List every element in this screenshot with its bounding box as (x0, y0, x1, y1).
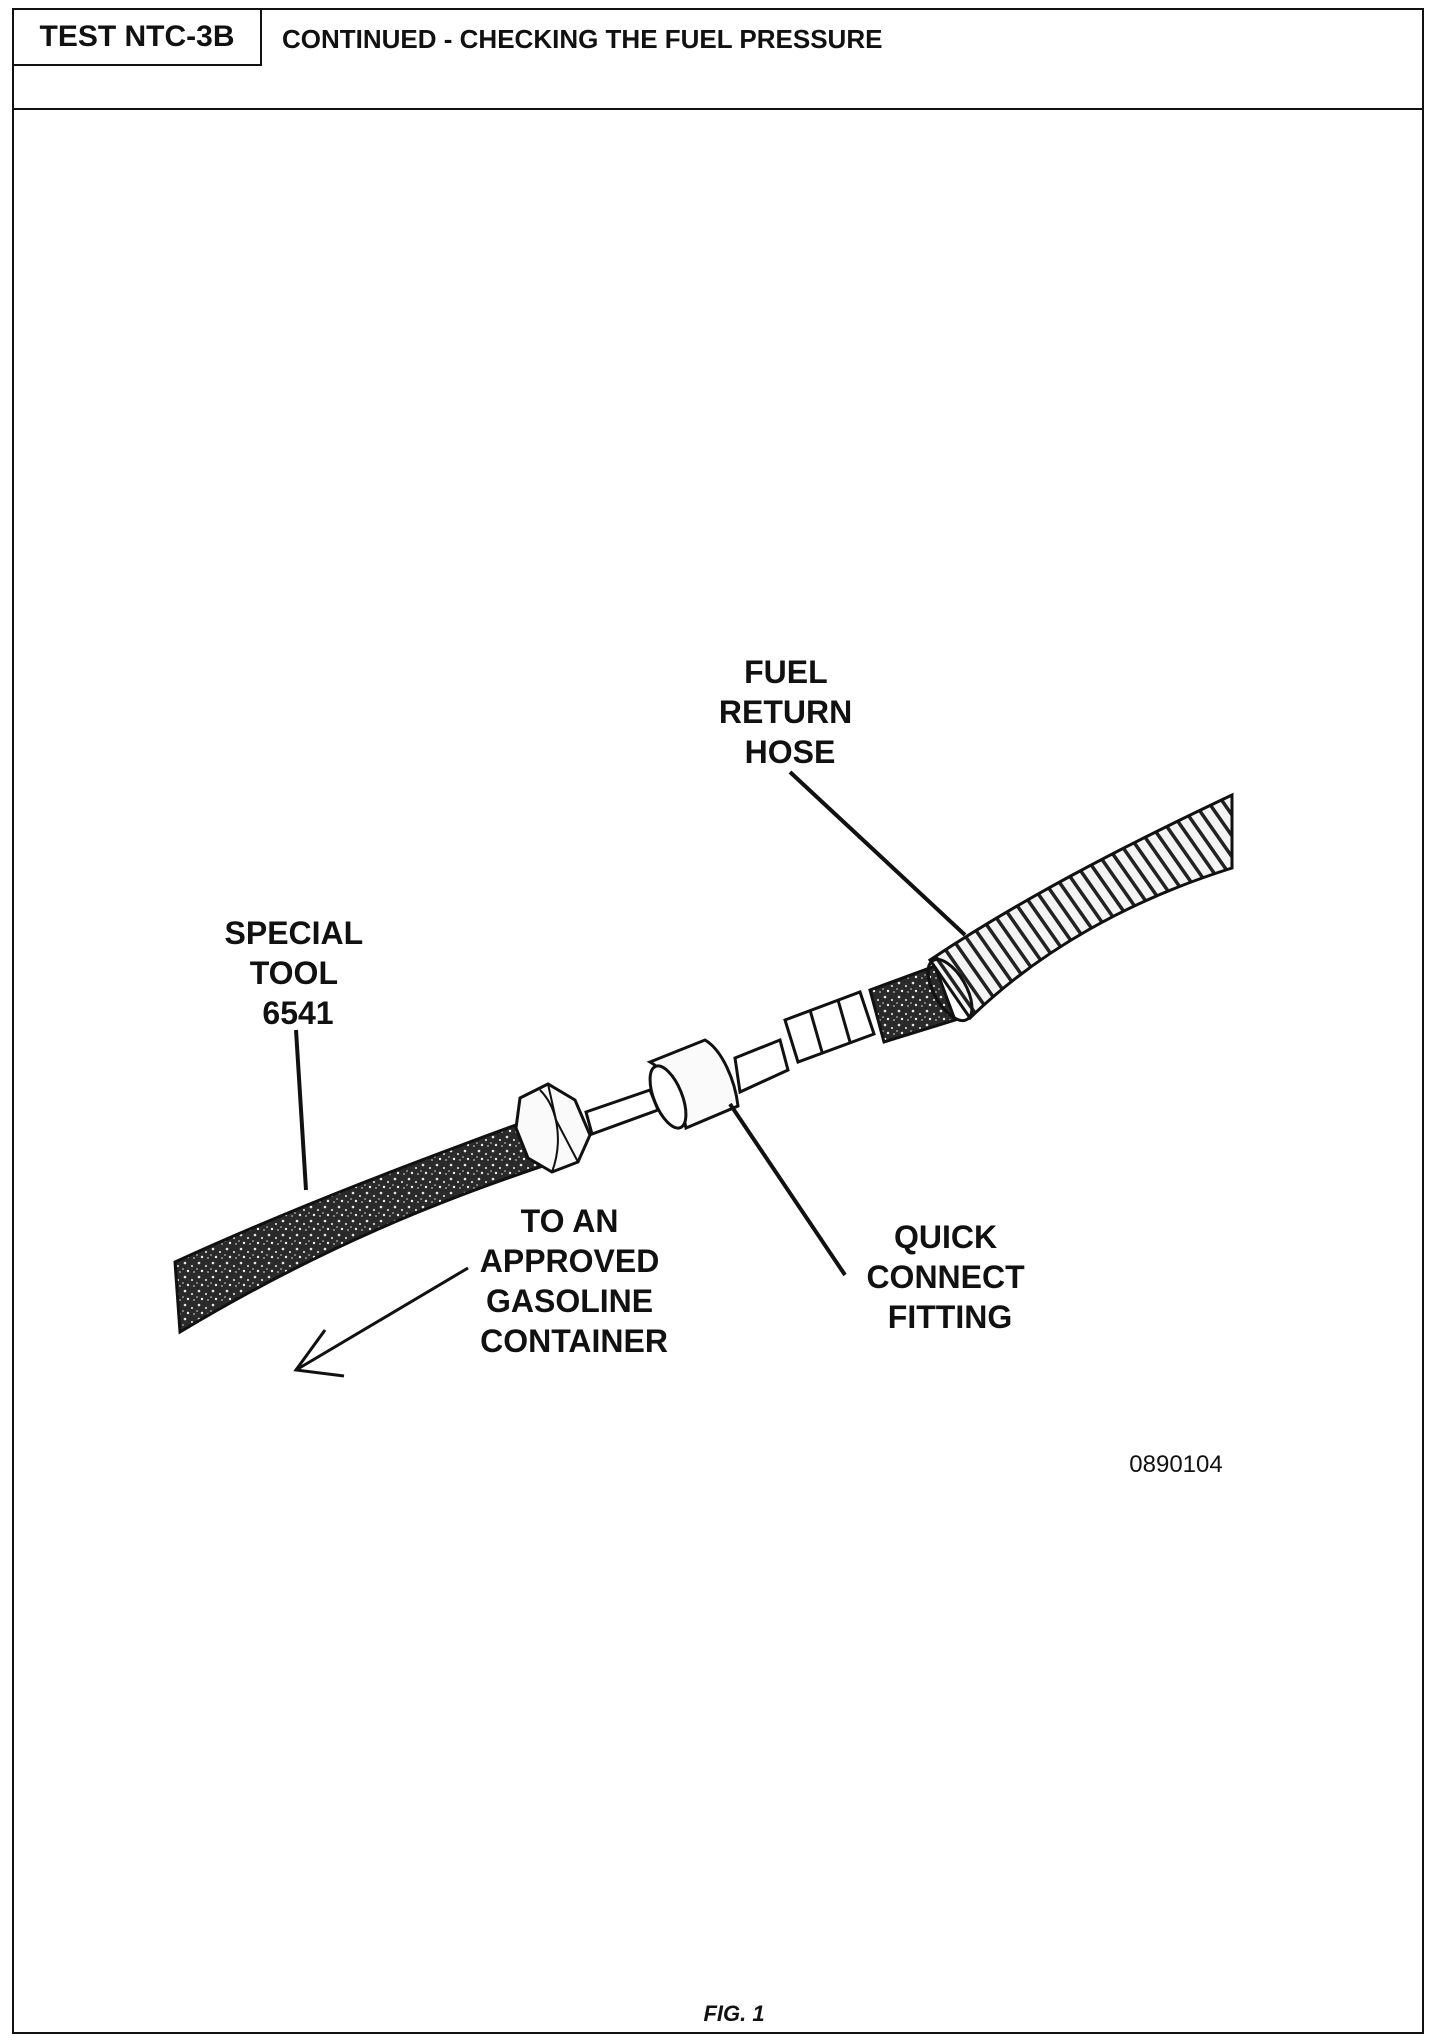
figure-caption: FIG. 1 (703, 2001, 764, 2026)
fuel-return-hose (926, 792, 1234, 1023)
fuel-return-hose-label: FUEL RETURN HOSE (719, 654, 861, 770)
quick-connect-line: QUICK (894, 1219, 997, 1255)
arrow-to-container-icon (293, 1266, 469, 1378)
special-tool-line: 6541 (262, 995, 333, 1031)
fuel-hose-speckled-end (868, 964, 957, 1044)
figure-code: 0890104 (1129, 1451, 1222, 1478)
special-tool-leader (294, 1029, 308, 1191)
page-title: CONTINUED - CHECKING THE FUEL PRESSURE (282, 24, 883, 54)
fuel-return-hose-leader (788, 770, 967, 937)
special-tool-line: TOOL (250, 955, 338, 991)
header-bar: TEST NTC-3B CONTINUED - CHECKING THE FUE… (14, 10, 1422, 110)
quick-connect-leader (728, 1102, 847, 1277)
special-tool-label: SPECIAL TOOL 6541 (225, 915, 372, 1031)
container-line: APPROVED (480, 1243, 660, 1279)
fuel-return-hose-line: RETURN (719, 694, 852, 730)
quick-connect-line: CONNECT (866, 1259, 1025, 1295)
quick-connect-line: FITTING (888, 1299, 1012, 1335)
container-line: CONTAINER (480, 1323, 668, 1359)
test-id-box: TEST NTC-3B (14, 10, 262, 66)
container-label: TO AN APPROVED GASOLINE CONTAINER (480, 1203, 668, 1359)
fuel-return-hose-line: HOSE (745, 734, 836, 770)
fuel-return-hose-line: FUEL (744, 654, 827, 690)
page-frame: TEST NTC-3B CONTINUED - CHECKING THE FUE… (12, 8, 1424, 2034)
coupler-rings (783, 990, 876, 1064)
special-tool-line: SPECIAL (225, 915, 363, 951)
quick-connect-body (646, 1037, 790, 1131)
quick-connect-label: QUICK CONNECT FITTING (866, 1219, 1033, 1335)
container-line: TO AN (521, 1203, 619, 1239)
hex-nut (514, 1082, 592, 1174)
connector-tube (584, 1088, 660, 1136)
container-line: GASOLINE (486, 1283, 653, 1319)
